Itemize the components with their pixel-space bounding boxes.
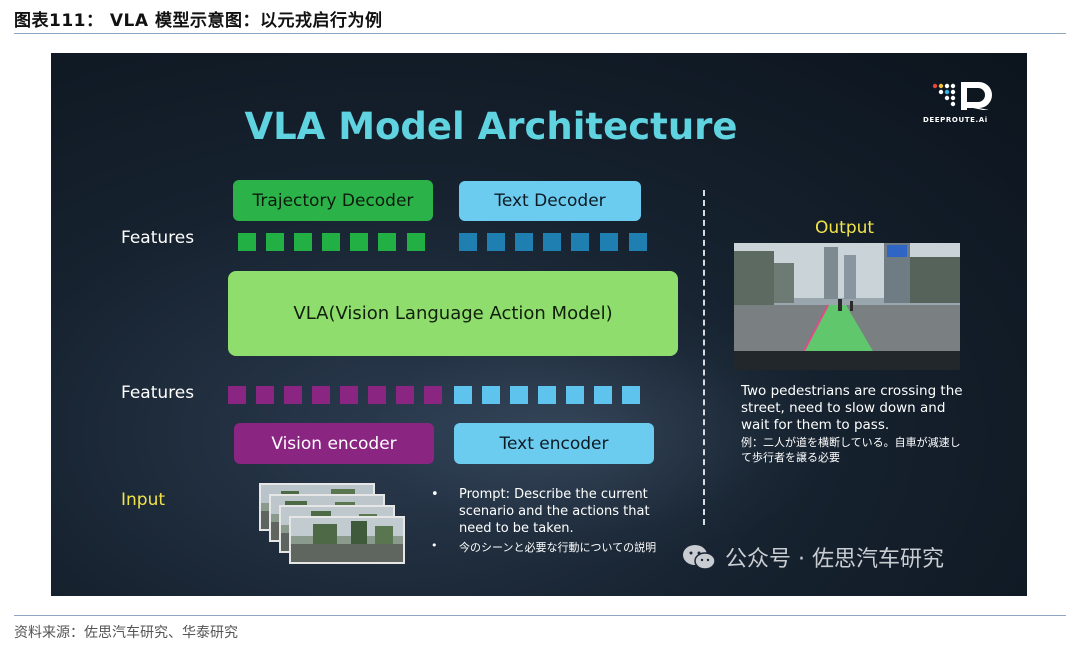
feature-token-green <box>266 233 284 251</box>
output-label: Output <box>815 218 875 238</box>
feature-token-light-blue <box>566 386 584 404</box>
bottom-rule <box>14 615 1066 616</box>
feature-token-green <box>238 233 256 251</box>
feature-token-light-blue <box>538 386 556 404</box>
feature-token-green <box>322 233 340 251</box>
feature-token-purple <box>256 386 274 404</box>
slide-title: VLA Model Architecture <box>244 105 738 148</box>
feature-token-blue <box>629 233 647 251</box>
feature-token-light-blue <box>622 386 640 404</box>
text-decoder-box: Text Decoder <box>459 181 641 221</box>
feature-token-light-blue <box>454 386 472 404</box>
feature-token-purple <box>228 386 246 404</box>
prompt-english: Prompt: Describe the current scenario an… <box>459 487 650 536</box>
trajectory-decoder-box: Trajectory Decoder <box>233 180 433 221</box>
output-caption-english: Two pedestrians are crossing the street,… <box>741 383 963 433</box>
feature-token-purple <box>396 386 414 404</box>
feature-token-light-blue <box>482 386 500 404</box>
figure-title: 图表111： VLA 模型示意图：以元戎启行为例 <box>14 11 383 31</box>
feature-token-blue <box>600 233 618 251</box>
logo-text: DEEPROUTE.Ai <box>923 116 988 124</box>
vision-encoder-box: Vision encoder <box>234 423 434 464</box>
wechat-icon <box>683 545 716 570</box>
watermark: 公众号 · 佐思汽车研究 <box>681 541 944 573</box>
features-top-label: Features <box>121 228 195 248</box>
prompt-bullet: • <box>431 487 439 502</box>
feature-token-green <box>378 233 396 251</box>
feature-token-blue <box>487 233 505 251</box>
input-label: Input <box>121 490 166 510</box>
prompt-jp-block: • 今のシーンと必要な行動についての説明 <box>431 539 691 555</box>
feature-token-blue <box>571 233 589 251</box>
prompt-jp-bullet: • <box>431 539 438 552</box>
feature-token-purple <box>424 386 442 404</box>
feature-token-blue <box>459 233 477 251</box>
deeproute-logo-icon <box>932 82 992 110</box>
watermark-text: 公众号 · 佐思汽车研究 <box>725 547 944 572</box>
text-encoder-box: Text encoder <box>454 423 654 464</box>
prompt-text-block: • Prompt: Describe the current scenario … <box>431 486 661 537</box>
architecture-slide: VLA Model Architecture DEEPROUTE.Ai Traj… <box>51 53 1027 596</box>
feature-token-purple <box>340 386 358 404</box>
feature-token-purple <box>284 386 302 404</box>
feature-token-light-blue <box>594 386 612 404</box>
feature-token-blue <box>543 233 561 251</box>
feature-token-light-blue <box>510 386 528 404</box>
section-divider <box>703 190 705 525</box>
feature-token-purple <box>368 386 386 404</box>
feature-token-blue <box>515 233 533 251</box>
features-bottom-label: Features <box>121 383 195 403</box>
output-driving-image <box>734 243 960 370</box>
figure-source: 资料来源：佐思汽车研究、华泰研究 <box>14 625 238 641</box>
top-rule <box>14 33 1066 34</box>
output-caption-japanese: 例：二人が道を横断している。自車が減速して歩行者を譲る必要 <box>741 436 961 464</box>
feature-token-green <box>294 233 312 251</box>
feature-token-green <box>407 233 425 251</box>
feature-token-purple <box>312 386 330 404</box>
vla-model-box: VLA(Vision Language Action Model) <box>228 271 678 356</box>
input-camera-frame <box>289 516 405 564</box>
prompt-japanese: 今のシーンと必要な行動についての説明 <box>459 541 657 554</box>
feature-token-green <box>350 233 368 251</box>
